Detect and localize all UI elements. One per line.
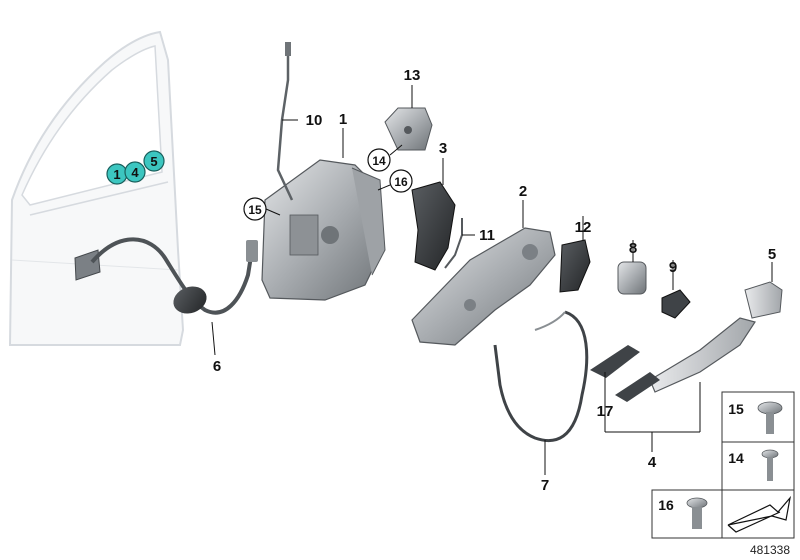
legend-label-16: 16 <box>658 497 674 513</box>
callout-7: 7 <box>541 477 549 494</box>
screw-14-icon <box>761 449 779 459</box>
callout-16: 16 <box>394 175 408 189</box>
part-8-lock-cylinder <box>617 240 647 295</box>
legend-screws: 15 14 16 <box>651 391 795 539</box>
screw-16-shank <box>692 507 702 529</box>
diagram-reference-number: 481338 <box>750 543 790 557</box>
part-3-bracket <box>411 158 456 271</box>
legend-label-15: 15 <box>728 401 744 417</box>
part-11-wire <box>444 218 475 269</box>
part-2-carrier <box>411 200 556 346</box>
part-7-bowden-cable <box>493 310 589 475</box>
door-badge-1: 1 <box>113 167 120 182</box>
callout-14: 14 <box>372 154 386 168</box>
callout-6: 6 <box>213 358 221 375</box>
door-badge-group: 1 4 5 <box>106 150 165 185</box>
callout-2: 2 <box>519 183 527 200</box>
screw-16-icon <box>686 497 708 509</box>
part-5-cap <box>744 262 783 319</box>
part-4-handle <box>590 317 756 452</box>
part-1-lock-module <box>261 128 386 301</box>
circled-callouts: 14 15 16 <box>243 144 413 221</box>
part-10-rod <box>276 42 298 201</box>
door-badge-4: 4 <box>131 165 139 180</box>
direction-arrow-icon <box>727 495 791 533</box>
part-6-cable <box>90 237 258 356</box>
callout-8: 8 <box>629 240 637 257</box>
callout-17: 17 <box>597 403 614 420</box>
screw-15-shank <box>766 412 774 434</box>
screw-14-shank <box>767 457 773 481</box>
callout-11: 11 <box>479 227 495 244</box>
legend-label-14: 14 <box>728 450 744 466</box>
callout-1: 1 <box>339 111 347 128</box>
callout-4: 4 <box>648 454 657 471</box>
callout-9: 9 <box>669 259 677 276</box>
callout-13: 13 <box>404 67 421 84</box>
callout-12: 12 <box>575 219 592 236</box>
callout-15: 15 <box>248 203 262 217</box>
door-badge-5: 5 <box>150 154 157 169</box>
part-13-striker <box>384 85 433 151</box>
part-9-clip <box>661 260 691 319</box>
callout-10: 10 <box>306 112 323 129</box>
callout-3: 3 <box>439 140 447 157</box>
part-12-gasket <box>559 216 591 293</box>
callout-5: 5 <box>768 246 776 263</box>
door-panel <box>8 30 185 346</box>
